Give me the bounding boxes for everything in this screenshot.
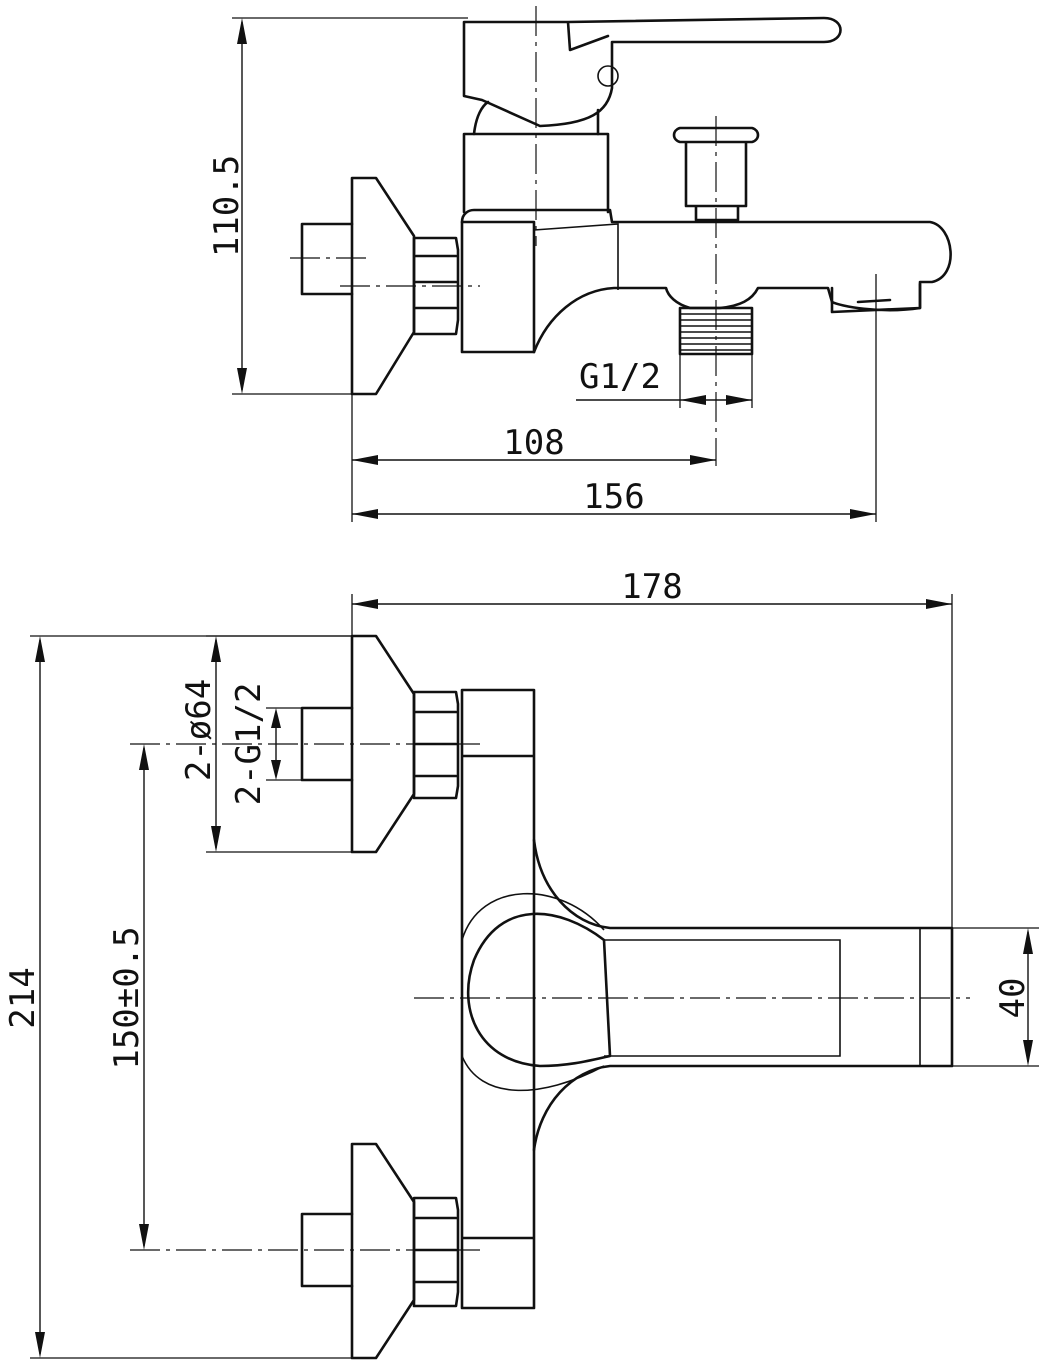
- side-body: [460, 220, 536, 354]
- front-spout: [532, 838, 954, 1152]
- front-spout-inner: [604, 928, 921, 1066]
- front-handle-collar: [461, 892, 605, 1092]
- dim-outlet-distance-label: 108: [503, 423, 564, 463]
- front-view: 178 214 2-ø64 2-G1/2 150±0.5 40: [3, 567, 1039, 1360]
- dim-height-lines: [232, 17, 468, 395]
- front-handle-rotor: [466, 912, 612, 1068]
- dim-inlet-thread-label: 2-G1/2: [229, 683, 269, 806]
- dim-outlet-thread-label: G1/2: [579, 357, 661, 397]
- front-upper-hex-nut: [412, 690, 460, 800]
- dim-center-distance-label: 150±0.5: [107, 926, 147, 1069]
- front-body: [460, 688, 536, 1310]
- side-view: 110.5 G1/2 108 156: [207, 6, 952, 522]
- side-spout-inner: [533, 223, 619, 290]
- front-lower-hex-nut: [412, 1196, 460, 1308]
- dim-spout-height-label: 40: [993, 978, 1033, 1019]
- side-centerline-inlet: [290, 257, 480, 287]
- side-inlet-stub: [300, 222, 354, 296]
- dim-spout-length-label: 156: [583, 477, 644, 517]
- side-handle: [462, 16, 842, 128]
- side-handle-pivot: [597, 65, 619, 87]
- dim-total-height-label: 214: [3, 967, 43, 1028]
- dim-flange-diameter-label: 2-ø64: [179, 679, 219, 781]
- side-hex-nut: [412, 236, 460, 336]
- dim-total-width-label: 178: [621, 567, 682, 607]
- dim-height-label: 110.5: [207, 155, 247, 257]
- side-diverter-knob: [672, 126, 760, 222]
- front-lower-flange: [350, 1142, 416, 1360]
- side-spout: [460, 208, 952, 354]
- side-cartridge: [462, 132, 610, 214]
- front-lower-inlet: [300, 1212, 354, 1288]
